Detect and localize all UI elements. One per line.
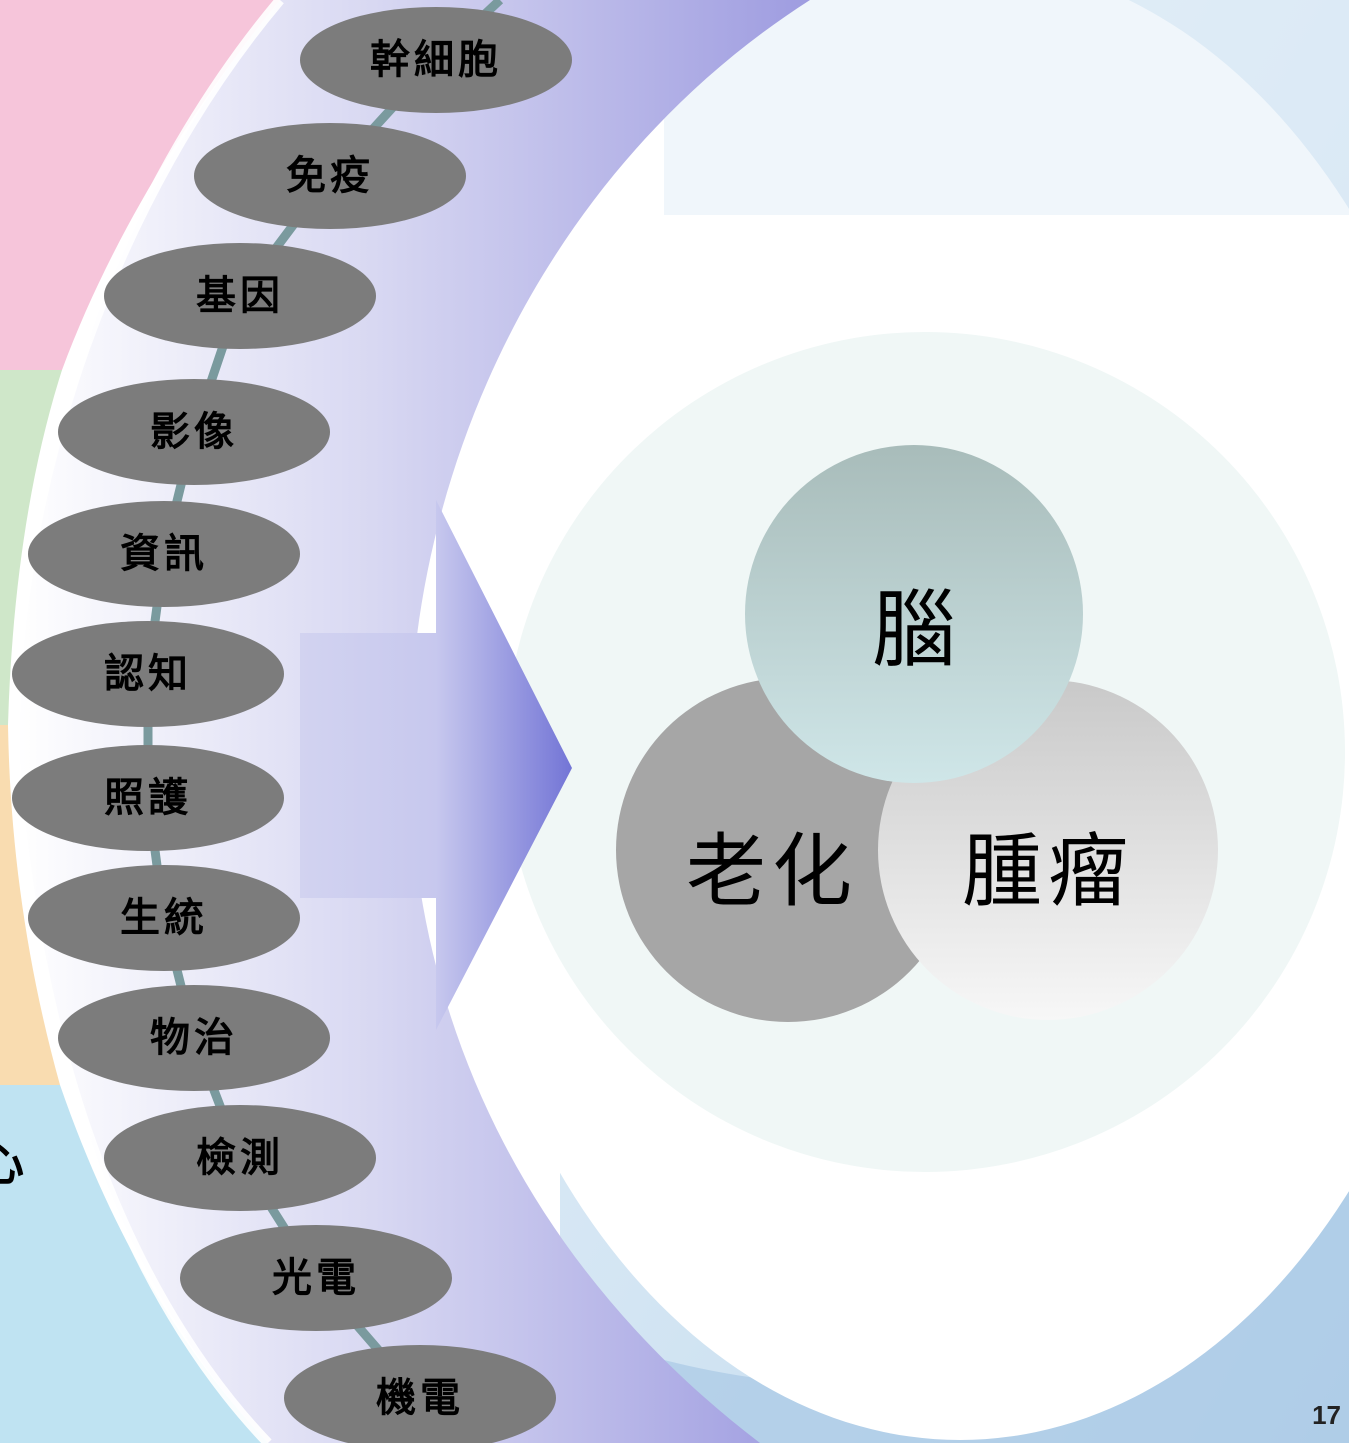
pill-gene-shape: [104, 243, 376, 349]
pill-physical-therapy-shape: [58, 985, 330, 1091]
band-orange: [0, 725, 60, 1085]
pill-cognition-label: 認知: [104, 650, 192, 697]
pill-information-label: 資訊: [120, 530, 208, 577]
pill-imaging-shape: [58, 379, 330, 485]
venn-label-aging: 老化: [686, 825, 858, 918]
band-green: [0, 370, 62, 725]
pill-physical-therapy-label: 物治: [150, 1014, 238, 1061]
band-blue: [0, 1085, 268, 1443]
pill-imaging-label: 影像: [150, 408, 238, 455]
pill-detection-label: 檢測: [196, 1134, 284, 1181]
venn-label-tumor: 腫瘤: [962, 825, 1134, 918]
pill-immunity-label: 免疫: [286, 152, 374, 199]
pill-stem-cell-label: 幹細胞: [370, 36, 502, 83]
purple-arc-edge: [9, 0, 284, 1443]
pill-cognition-shape: [12, 621, 284, 727]
field-pill-group: [12, 7, 572, 1443]
pill-optoelectronics-label: 光電: [272, 1254, 360, 1301]
venn-label-brain: 腦: [871, 581, 956, 679]
pill-optoelectronics-shape: [180, 1225, 452, 1331]
pill-information-shape: [28, 501, 300, 607]
pill-biostatistics-label: 生統: [120, 894, 208, 941]
arrow-shape: [300, 500, 572, 1030]
pill-biostatistics-shape: [28, 865, 300, 971]
pill-gene-label: 基因: [196, 272, 284, 319]
pill-mechatronics-label: 機電: [376, 1374, 464, 1421]
pill-care-label: 照護: [104, 774, 192, 821]
pill-detection-shape: [104, 1105, 376, 1211]
pill-care-shape: [12, 745, 284, 851]
venn-circle-brain: [745, 445, 1083, 783]
left-band-fragment: 心: [0, 1137, 24, 1191]
pill-immunity-shape: [194, 123, 466, 229]
page-number: 17: [1312, 1400, 1341, 1430]
pill-stem-cell-shape: [300, 7, 572, 113]
pill-mechatronics-shape: [284, 1345, 556, 1443]
center-white-area: [664, 0, 1349, 215]
